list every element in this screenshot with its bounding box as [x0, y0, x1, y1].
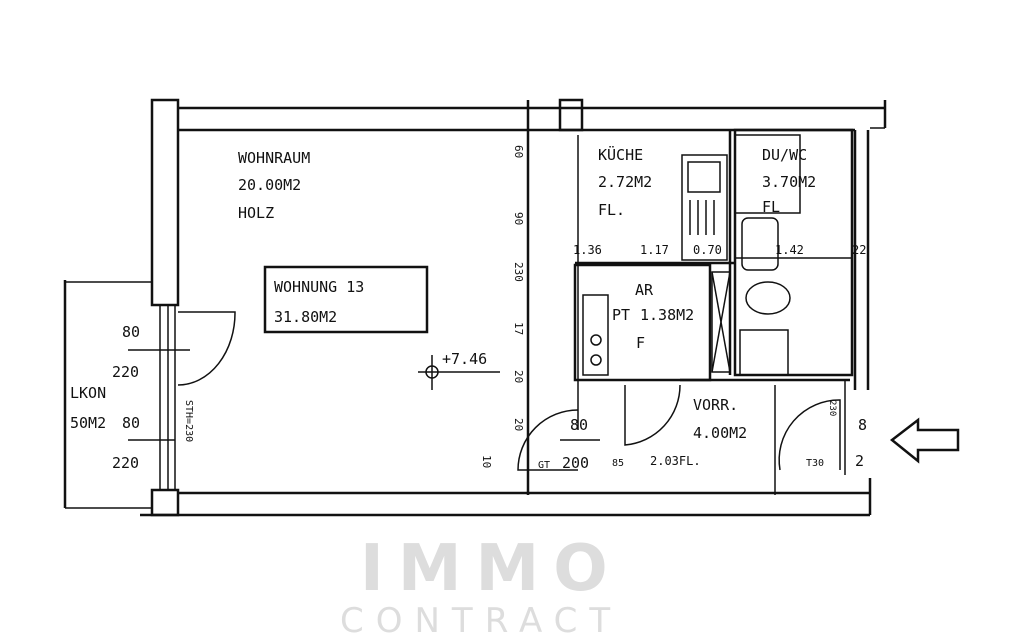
level-mark: +7.46 [442, 350, 487, 368]
wall-tick: 10 [480, 455, 493, 468]
duwc-name: DU/WC [762, 146, 807, 164]
dim-sth: STH=230 [183, 400, 194, 442]
ar-area: 1.38M2 [640, 306, 694, 324]
wohnraum-floor: HOLZ [238, 204, 274, 222]
dim-door2-w: 80 [122, 414, 140, 432]
kitchen-dim: 22 [852, 243, 866, 257]
kueche-area: 2.72M2 [598, 173, 652, 191]
duwc-area: 3.70M2 [762, 173, 816, 191]
kueche-name: KÜCHE [598, 145, 643, 164]
kitchen-dim: 1.36 [573, 243, 602, 257]
entry-dim-8: 8 [858, 416, 867, 434]
entry-dim-2: 2 [855, 452, 864, 470]
wall-tick: 230 [512, 262, 525, 282]
vorr-floor: 2.03FL. [650, 454, 701, 468]
ar-extra: PT [612, 306, 630, 324]
balkon-area: 50M2 [70, 414, 106, 432]
vorr-name: VORR. [693, 396, 738, 414]
wall-tick: 20 [512, 370, 525, 383]
wall-tick: 60 [512, 145, 525, 158]
wohnung-name: WOHNUNG 13 [274, 278, 364, 296]
kueche-floor: FL. [598, 201, 625, 219]
wall-tick: 20 [512, 418, 525, 431]
door-height: 200 [562, 454, 589, 472]
wall-tick: 90 [512, 212, 525, 225]
ar-floor: F [636, 334, 645, 352]
watermark-line2: CONTRACT [340, 601, 622, 639]
entry-dim: 230 [827, 400, 837, 416]
t30-label: T30 [806, 458, 824, 469]
dim-85: 85 [612, 458, 624, 469]
door-gt: GT [538, 460, 550, 471]
kitchen-dim: 1.42 [775, 243, 804, 257]
dim-door1-h: 220 [112, 363, 139, 381]
watermark-line1: IMMO [360, 532, 622, 606]
duwc-floor: FL [762, 198, 780, 216]
dim-door2-h: 220 [112, 454, 139, 472]
walls [63, 98, 887, 517]
ar-name: AR [635, 281, 654, 299]
dim-door1-w: 80 [122, 323, 140, 341]
kitchen-dim: 0.70 [693, 243, 722, 257]
vorr-area: 4.00M2 [693, 424, 747, 442]
wohnraum-name: WOHNRAUM [238, 149, 310, 167]
kitchen-dim: 1.17 [640, 243, 669, 257]
balkon-name: LKON [70, 384, 106, 402]
arrow-left-outline-icon [889, 417, 960, 464]
wohnung-area: 31.80M2 [274, 308, 337, 326]
wohnraum-area: 20.00M2 [238, 176, 301, 194]
door-width: 80 [570, 416, 588, 434]
wall-tick: 17 [512, 322, 525, 335]
